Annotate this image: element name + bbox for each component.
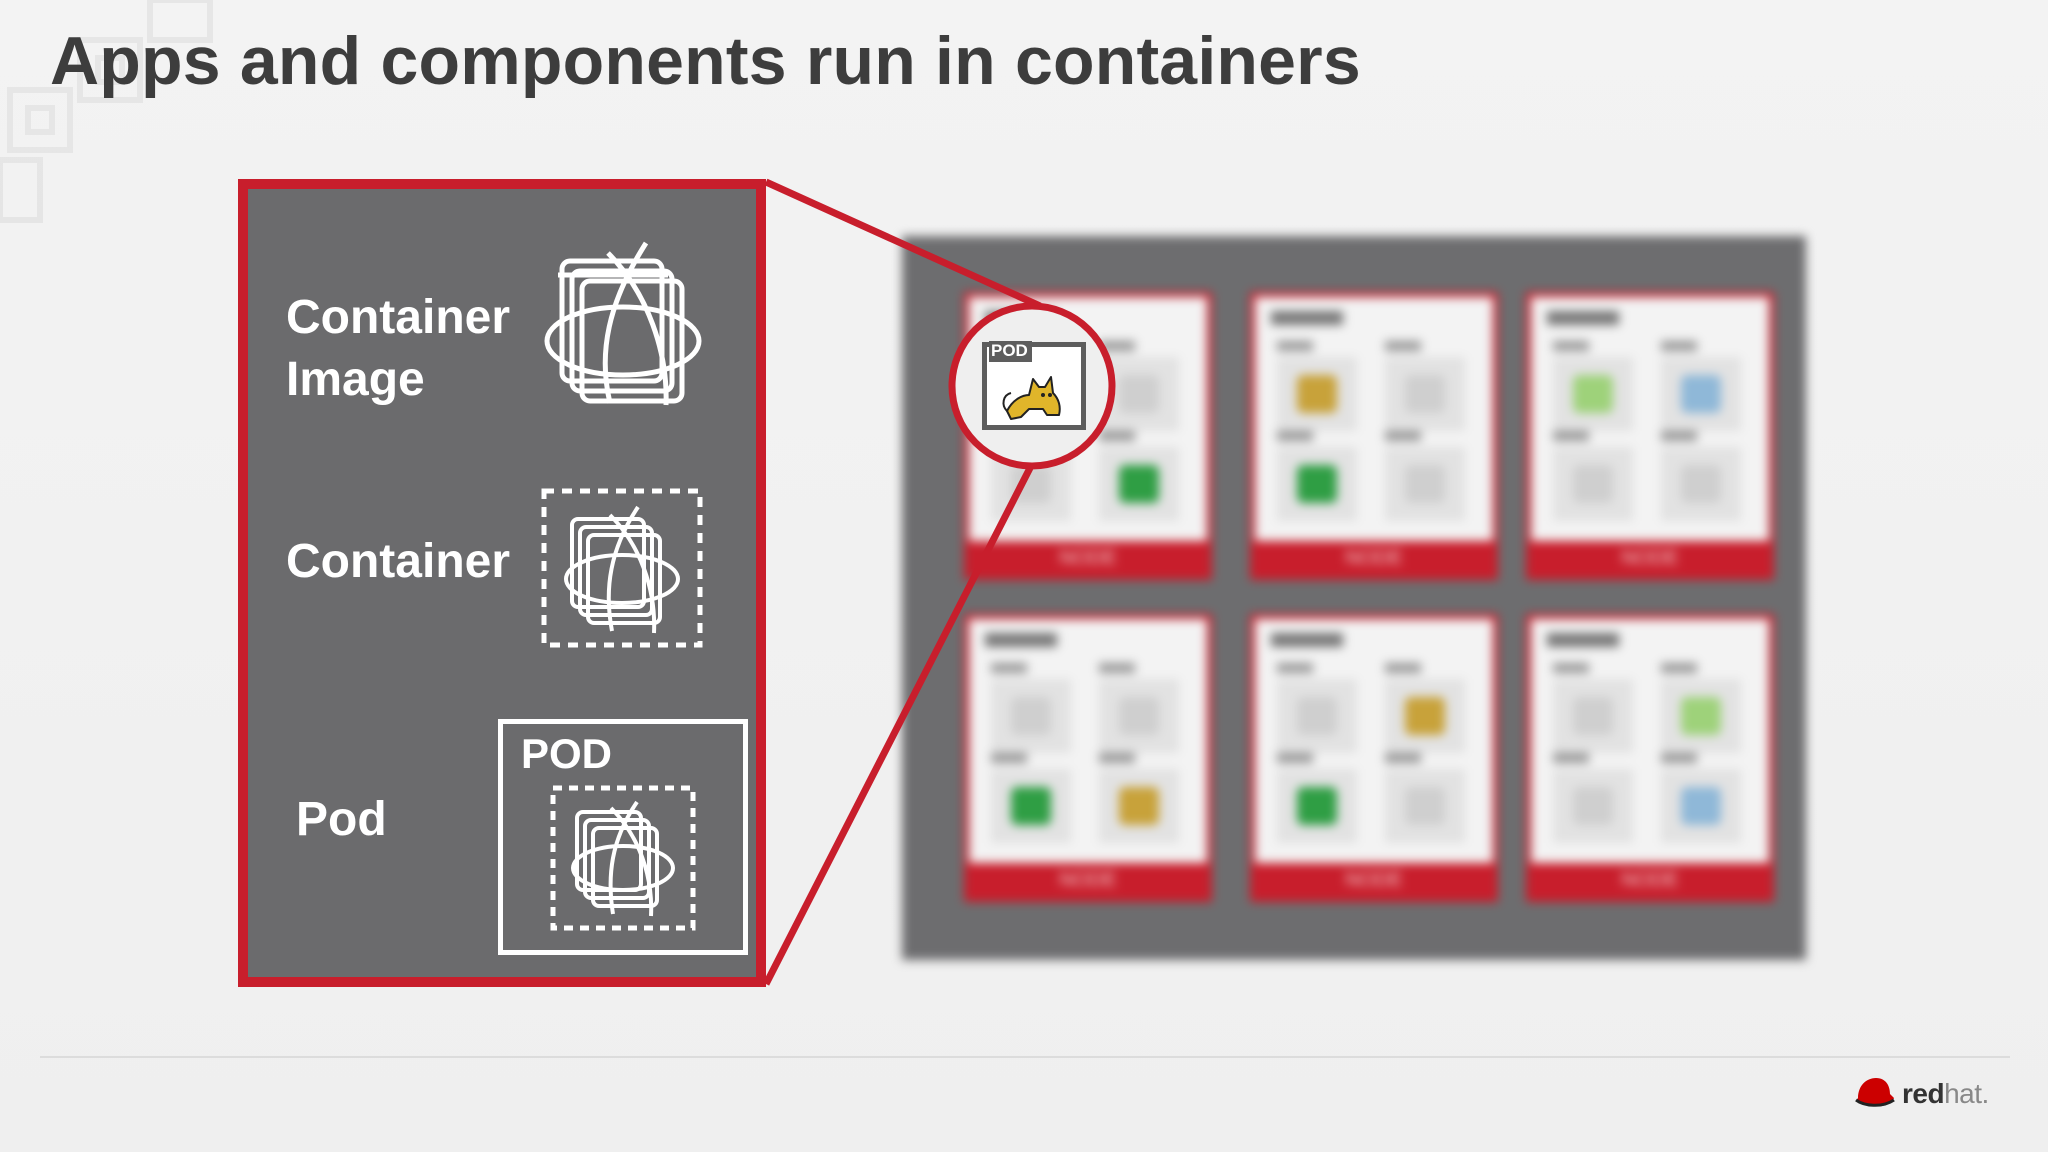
node-footer: NODE [969, 863, 1207, 897]
node-card: NODE [1250, 614, 1498, 902]
pod-box-label: POD [521, 730, 613, 777]
legend-panel: Container Image Container [238, 179, 766, 987]
redhat-hat-icon [1855, 1078, 1895, 1107]
zoomed-pod: POD [982, 341, 1086, 430]
decorative-pattern [0, 0, 213, 223]
node-card: NODE [1250, 292, 1498, 580]
zoomed-pod-label: POD [989, 341, 1032, 362]
legend-label-line: Image [286, 353, 425, 406]
legend-label-container: Container [286, 535, 511, 588]
slide-title: Apps and components run in containers [50, 23, 1361, 99]
tomcat-icon [1002, 376, 1061, 420]
legend-label-line: Container [286, 291, 511, 344]
legend-label-pod: Pod [296, 793, 387, 846]
redhat-wordmark: redhat. [1902, 1078, 1989, 1109]
pod-icon: POD [498, 719, 748, 955]
node-card: NODE [1526, 614, 1774, 902]
node-card: NODE [964, 292, 1212, 580]
legend-label-container-image: Container Image [286, 287, 536, 411]
container-icon [541, 488, 703, 648]
container-image-icon [544, 241, 702, 406]
node-footer: NODE [1531, 541, 1769, 575]
node-footer: NODE [1255, 541, 1493, 575]
node-card: NODE [964, 614, 1212, 902]
container-icon [550, 785, 696, 931]
node-footer: NODE [1531, 863, 1769, 897]
node-footer: NODE [1255, 863, 1493, 897]
redhat-logo: redhat. [1852, 1076, 1989, 1112]
node-card: NODE [1526, 292, 1774, 580]
footer-divider [40, 1056, 2010, 1058]
node-footer: NODE [969, 541, 1207, 575]
